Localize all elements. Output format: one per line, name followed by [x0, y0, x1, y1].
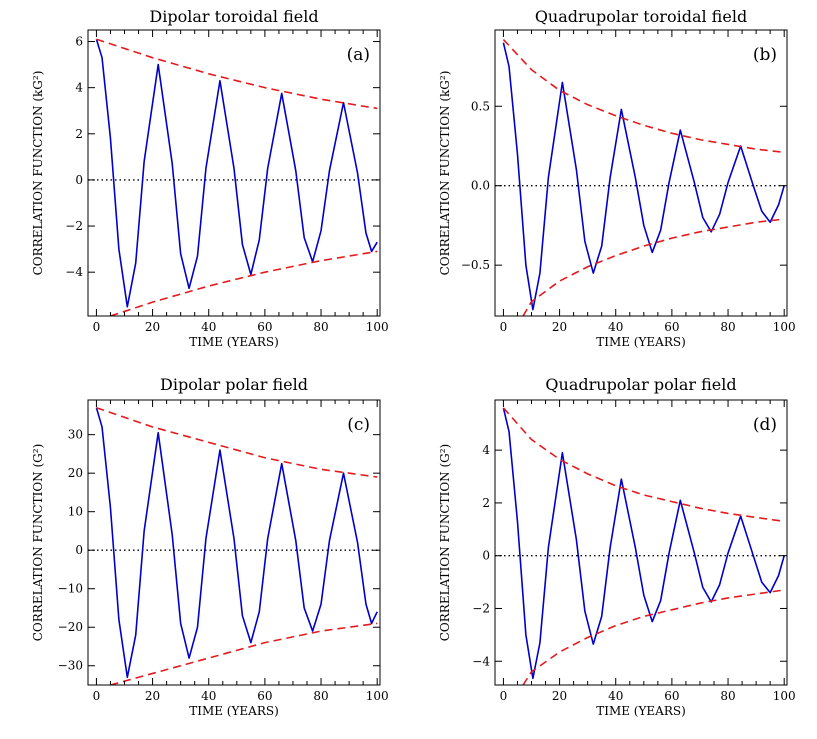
panel-a-ylabel: CORRELATION FUNCTION (kG²) [31, 71, 45, 276]
panel-a-xlabel: TIME (YEARS) [189, 335, 279, 349]
panel-d-xtick-label: 20 [552, 689, 567, 703]
panel-d-xlabel: TIME (YEARS) [596, 704, 686, 718]
panel-d-ytick-label: −2 [472, 601, 490, 615]
panel-b-xtick-label: 20 [552, 320, 567, 334]
panel-b-frame [494, 29, 788, 317]
panel-d-xtick-label: 60 [664, 689, 679, 703]
panel-b-title: Quadrupolar toroidal field [535, 7, 747, 26]
panel-b: Quadrupolar toroidal field 0 20 40 60 80 100 −0… [438, 7, 796, 349]
panel-d-envelope-1 [502, 407, 785, 523]
panel-a-ytick-label: 0 [75, 173, 83, 187]
panel-b-ytick-label: 0.0 [471, 179, 490, 193]
panel-d-ytick-label: 2 [482, 496, 490, 510]
panel-d-title: Quadrupolar polar field [545, 375, 736, 394]
panel-a-label: (a) [347, 45, 370, 65]
panel-a-xtick-label: 100 [366, 320, 389, 334]
panel-d: Quadrupolar polar field 0 20 40 60 80 100 −4 −2 0… [438, 375, 796, 718]
panel-a-envelope-1 [96, 38, 378, 110]
panel-a-envelope-2 [110, 250, 378, 316]
panel-b-xtick-label: 100 [773, 320, 796, 334]
panel-c-xtick-label: 20 [145, 689, 160, 703]
panel-d-xtick-label: 100 [773, 689, 796, 703]
panel-c-ytick-label: −10 [58, 582, 83, 596]
panel-c-correlation-line [95, 407, 378, 679]
panel-c-xtick-label: 0 [93, 689, 101, 703]
panel-b-xtick-label: 60 [664, 320, 679, 334]
panel-d-correlation-line [502, 407, 785, 680]
panel-b-envelope-1 [502, 38, 785, 154]
panel-d-label: (d) [753, 415, 777, 435]
panel-b-label: (b) [753, 45, 777, 65]
panel-d-ytick-label: 0 [482, 549, 490, 563]
panel-a-ytick-label: 2 [75, 127, 83, 141]
panel-d-frame [494, 399, 788, 686]
panel-c-ytick-label: 30 [68, 428, 83, 442]
panel-b-ytick-label: 0.5 [471, 99, 490, 113]
panel-b-ylabel: CORRELATION FUNCTION (kG²) [438, 71, 452, 276]
panel-c-label: (c) [347, 415, 370, 435]
panel-b-xtick-label: 80 [720, 320, 735, 334]
panel-d-xtick-label: 40 [608, 689, 623, 703]
panel-c-ytick-label: −30 [58, 659, 83, 673]
panel-a-xtick-label: 80 [313, 320, 328, 334]
panel-a-ytick-label: 4 [75, 81, 83, 95]
panel-c-xtick-label: 40 [201, 689, 216, 703]
panel-a-correlation-line [95, 38, 378, 308]
panel-a: Dipolar toroidal field 0 20 40 60 80 100 −4 −2 0 2… [31, 7, 389, 349]
panel-a-ytick-label: −4 [65, 265, 83, 279]
panel-c-title: Dipolar polar field [160, 375, 308, 394]
panel-a-ytick-label: 6 [75, 35, 83, 49]
panel-c-envelope-1 [96, 406, 378, 478]
panel-a-frame [87, 29, 381, 317]
panel-c-xtick-label: 80 [313, 689, 328, 703]
panel-d-xtick-label: 0 [500, 689, 508, 703]
panel-c-ytick-label: −20 [58, 620, 83, 634]
panel-c-ytick-label: 20 [68, 466, 83, 480]
panel-b-correlation-line [502, 42, 785, 311]
panel-b-envelope-2 [522, 218, 785, 316]
panel-d-ytick-label: −4 [472, 654, 490, 668]
panel-c-frame [87, 399, 381, 686]
panel-a-title: Dipolar toroidal field [149, 7, 318, 26]
panel-a-xtick-label: 20 [145, 320, 160, 334]
panel-c-envelope-2 [110, 622, 378, 685]
panel-b-xlabel: TIME (YEARS) [596, 335, 686, 349]
panel-b-xtick-label: 0 [500, 320, 508, 334]
panel-b-ytick-label: −0.5 [461, 258, 490, 272]
panel-c-ylabel: CORRELATION FUNCTION (G²) [31, 444, 45, 642]
panel-c-ytick-label: 0 [75, 543, 83, 557]
panel-d-ylabel: CORRELATION FUNCTION (G²) [438, 444, 452, 642]
panel-d-ytick-label: 4 [482, 443, 490, 457]
panel-d-xtick-label: 80 [720, 689, 735, 703]
panel-c-xlabel: TIME (YEARS) [189, 704, 279, 718]
panel-a-xtick-label: 0 [93, 320, 101, 334]
panel-c-xtick-label: 60 [257, 689, 272, 703]
panel-d-envelope-2 [522, 589, 785, 685]
panel-c-xtick-label: 100 [366, 689, 389, 703]
panel-a-ytick-label: −2 [65, 219, 83, 233]
panel-a-xtick-label: 60 [257, 320, 272, 334]
panel-c-ytick-label: 10 [68, 505, 83, 519]
panel-a-xtick-label: 40 [201, 320, 216, 334]
panel-b-xtick-label: 40 [608, 320, 623, 334]
